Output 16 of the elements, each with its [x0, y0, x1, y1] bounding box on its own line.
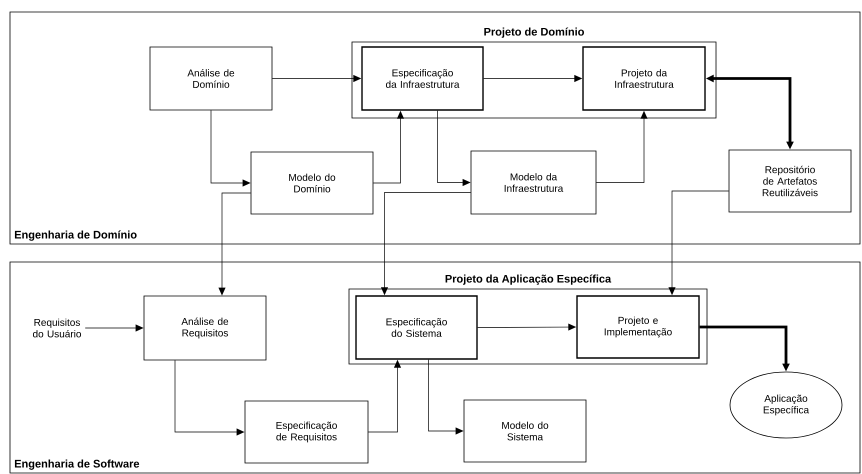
process-box: Projeto e Implementação [576, 295, 700, 359]
process-box: Especificação da Infraestrutura [361, 46, 484, 111]
process-box: Análise de Requisitos [144, 296, 266, 360]
process-box: Projeto da Infraestrutura [582, 46, 706, 111]
panel-title: Projeto da Aplicação Específica [446, 274, 612, 285]
section-label: Engenharia de Domínio [14, 230, 137, 241]
process-box: Análise de Domínio [150, 46, 272, 110]
section-label: Engenharia de Software [14, 460, 140, 470]
input-label: Requisitos do Usuário [32, 318, 82, 338]
process-box: Especificação do Sistema [355, 295, 478, 360]
process-box: Modelo do Domínio [250, 152, 374, 214]
process-box: Repositório de Artefatos Reutilizáveis [728, 150, 852, 212]
process-box: Especificação de Requisitos [244, 400, 368, 464]
process-box: Modelo da Infraestrutura [470, 150, 596, 214]
panel-title: Projeto de Domínio [484, 27, 584, 38]
process-box: Modelo do Sistema [464, 400, 586, 462]
